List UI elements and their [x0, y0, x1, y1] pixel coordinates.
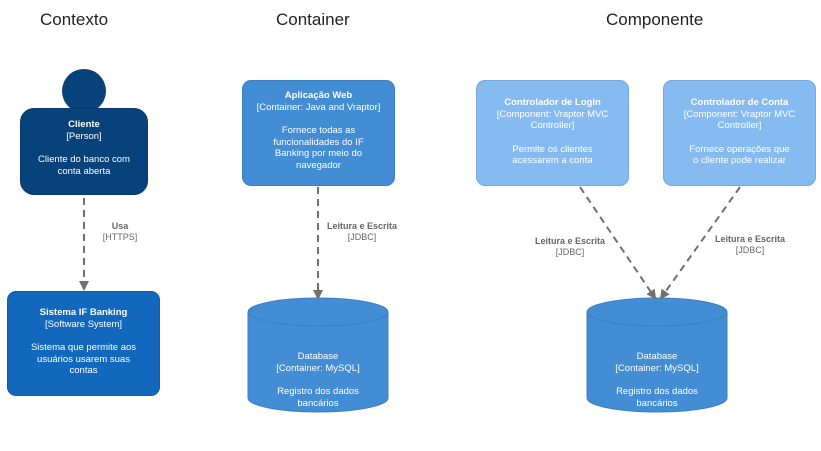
- sistema-description: Sistema que permite aos usuários usarem …: [30, 342, 137, 376]
- ctrl-login-description: Permite os clientes acessarem a conta: [512, 143, 593, 167]
- app-web-description: Fornece todas as funcionalidades do IF B…: [273, 125, 364, 171]
- ctrl-conta-title: Controlador de Conta: [690, 97, 789, 108]
- db-componente-title: Database: [636, 351, 678, 362]
- aplicacao-web-box: Aplicação Web [Container: Java and Vrapt…: [242, 80, 395, 186]
- db-container-cylinder: [247, 297, 389, 413]
- cliente-title: Cliente: [68, 119, 100, 130]
- edge-label-conta-rw: Leitura e Escrita [JDBC]: [710, 234, 790, 256]
- controlador-login-box: Controlador de Login [Component: Vraptor…: [476, 80, 629, 186]
- edge-login-rw-tech: [JDBC]: [555, 247, 585, 257]
- ctrl-login-title: Controlador de Login: [504, 97, 601, 108]
- sistema-title: Sistema IF Banking: [39, 307, 128, 318]
- edge-label-login-rw: Leitura e Escrita [JDBC]: [530, 236, 610, 258]
- db-container-title: Database: [297, 351, 339, 362]
- db-componente-stereotype: [Container: MySQL]: [615, 362, 699, 374]
- db-componente-cylinder: [586, 297, 728, 413]
- arrow-login-rw: [579, 186, 657, 300]
- edge-conta-rw-tech: [JDBC]: [735, 245, 765, 255]
- db-container-text: Database [Container: MySQL] Registro dos…: [248, 351, 388, 409]
- db-container-description: Registro dos dados bancários: [277, 386, 359, 409]
- heading-componente: Componente: [606, 10, 704, 29]
- cliente-description: Cliente do banco com conta aberta: [38, 154, 130, 177]
- heading-container: Container: [276, 10, 350, 29]
- sistema-stereotype: [Software System]: [44, 318, 123, 330]
- ctrl-conta-description: Fornece operações que o cliente pode rea…: [689, 143, 790, 167]
- edge-container-rw-tech: [JDBC]: [347, 232, 377, 242]
- edge-container-rw-label: Leitura e Escrita: [326, 221, 398, 231]
- edge-usa-label: Usa: [111, 221, 129, 231]
- db-componente-text: Database [Container: MySQL] Registro dos…: [587, 351, 727, 409]
- heading-contexto: Contexto: [40, 10, 109, 29]
- ctrl-conta-stereotype: [Component: Vraptor MVC Controller]: [683, 108, 796, 132]
- db-componente-description: Registro dos dados bancários: [616, 386, 698, 409]
- edge-label-usa: Usa [HTTPS]: [90, 221, 150, 243]
- app-web-stereotype: [Container: Java and Vraptor]: [256, 101, 381, 113]
- sistema-if-banking-box: Sistema IF Banking [Software System] Sis…: [7, 291, 160, 396]
- cliente-stereotype: [Person]: [66, 130, 102, 142]
- edge-usa-tech: [HTTPS]: [102, 232, 138, 242]
- cliente-person: Cliente [Person] Cliente do banco com co…: [20, 108, 148, 195]
- db-container-stereotype: [Container: MySQL]: [276, 362, 360, 374]
- controlador-conta-box: Controlador de Conta [Component: Vraptor…: [663, 80, 816, 186]
- arrow-conta-rw: [659, 186, 741, 300]
- app-web-title: Aplicação Web: [284, 90, 353, 101]
- ctrl-login-stereotype: [Component: Vraptor MVC Controller]: [496, 108, 609, 132]
- cliente-head: [62, 69, 106, 113]
- edge-label-container-rw: Leitura e Escrita [JDBC]: [322, 221, 402, 243]
- edge-login-rw-label: Leitura e Escrita: [534, 236, 606, 246]
- edge-conta-rw-label: Leitura e Escrita: [714, 234, 786, 244]
